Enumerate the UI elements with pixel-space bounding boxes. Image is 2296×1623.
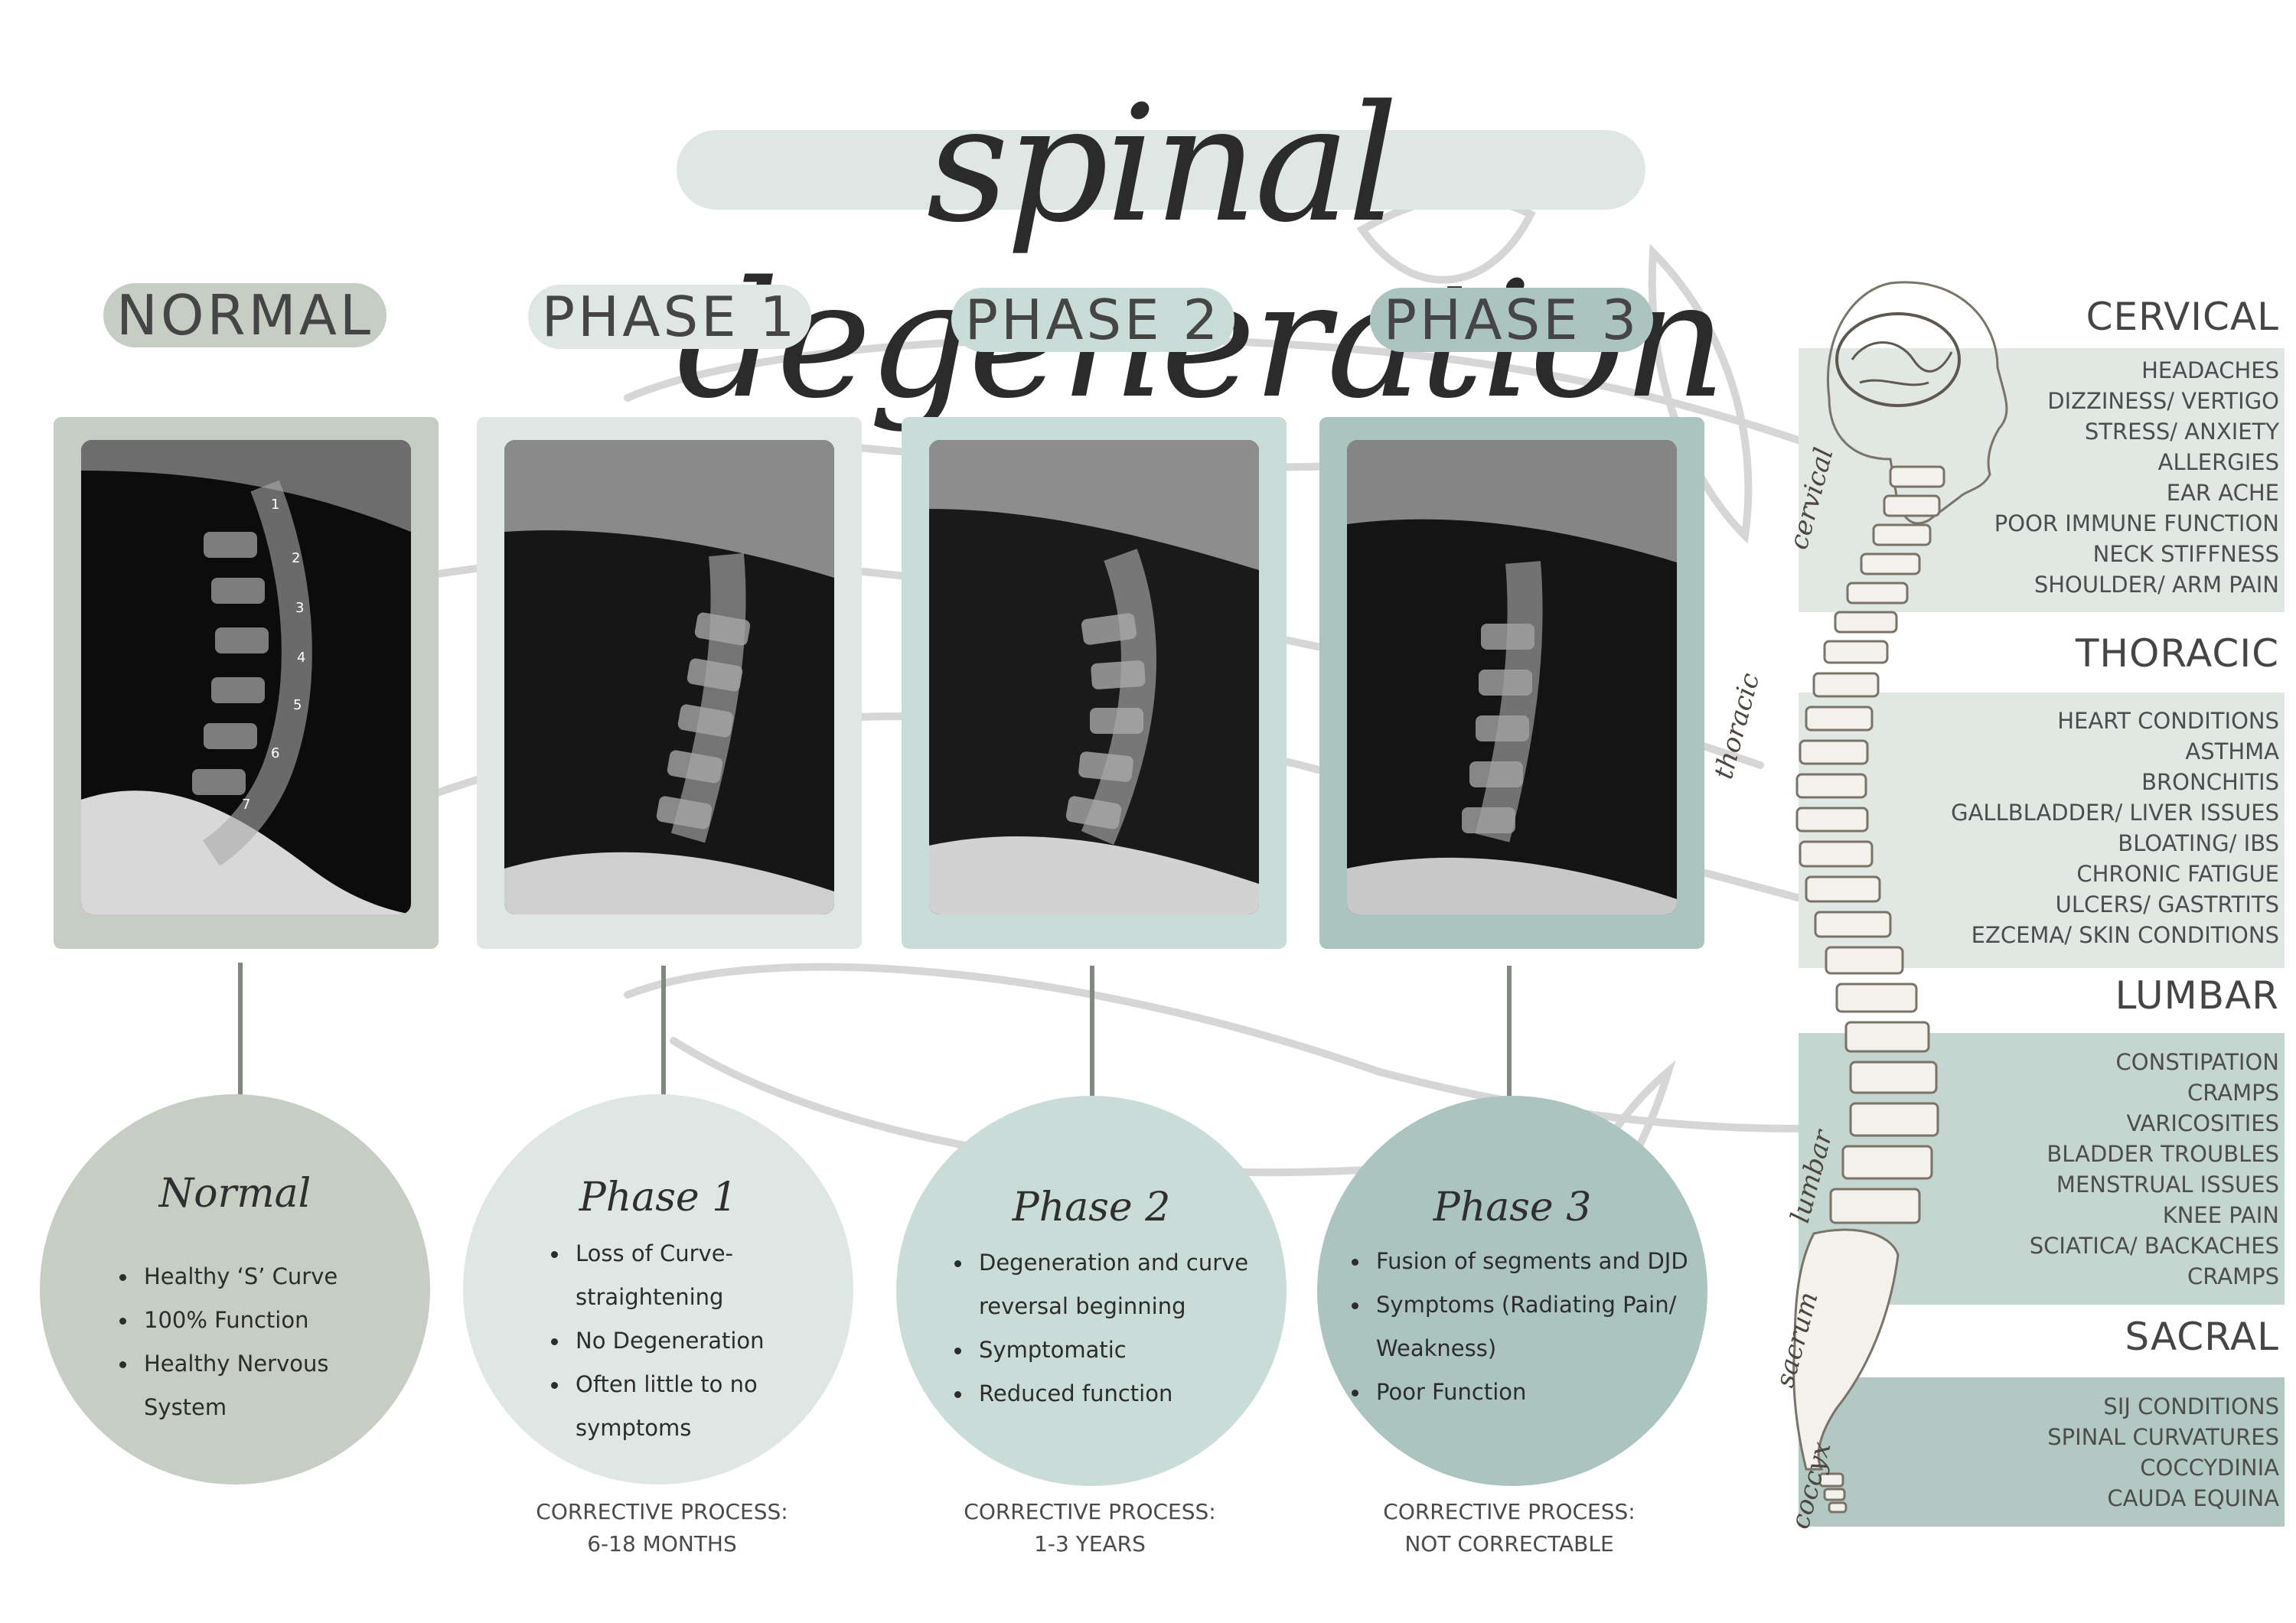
page-title: spinal degeneration — [677, 70, 1727, 429]
arrow-phase-3 — [1507, 966, 1512, 1129]
circle-normal — [40, 1094, 430, 1484]
list-item: CAUDA EQUINA — [2107, 1485, 2279, 1511]
region-title-thoracic: THORACIC — [2075, 631, 2279, 676]
list-item: EZCEMA/ SKIN CONDITIONS — [1971, 922, 2279, 948]
header-phase-1: PHASE 1 — [528, 285, 811, 349]
region-title-sacral: SACRAL — [2125, 1315, 2279, 1359]
xray-label-5: 5 — [293, 697, 302, 713]
list-item: NECK STIFFNESS — [2092, 541, 2279, 567]
list-item: SCIATICA/ BACKACHES — [2029, 1233, 2279, 1259]
list-item: Poor Function — [1349, 1370, 1708, 1414]
arrow-phase-2 — [1090, 966, 1094, 1129]
list-item: EAR ACHE — [2166, 480, 2279, 506]
list-item: CRAMPS — [2187, 1080, 2279, 1106]
spine-label-thoracic: thoracic — [1708, 670, 1766, 782]
list-item: HEART CONDITIONS — [2057, 708, 2279, 734]
header-phase-3: PHASE 3 — [1370, 288, 1653, 352]
list-item: DIZZINESS/ VERTIGO — [2047, 388, 2279, 414]
corrective-process-phase-2: CORRECTIVE PROCESS: 1-3 YEARS — [929, 1496, 1251, 1560]
list-item: CRAMPS — [2187, 1263, 2279, 1289]
list-item: SPINAL CURVATURES — [2047, 1424, 2279, 1450]
list-item: KNEE PAIN — [2162, 1202, 2279, 1228]
circle-title-phase-2: Phase 2 — [1012, 1185, 1171, 1230]
region-list-cervical: HEADACHES DIZZINESS/ VERTIGO STRESS/ ANX… — [1994, 355, 2279, 600]
circle-title-phase-1: Phase 1 — [579, 1175, 738, 1221]
corrective-value: 6-18 MONTHS — [587, 1531, 737, 1556]
list-item: POOR IMMUNE FUNCTION — [1994, 510, 2279, 536]
xray-frame-phase-1 — [477, 417, 862, 949]
list-item: 100% Function — [116, 1299, 361, 1342]
bullets-phase-3: Fusion of segments and DJD Symptoms (Rad… — [1349, 1240, 1708, 1414]
corrective-value: 1-3 YEARS — [1034, 1531, 1146, 1556]
list-item: SIJ CONDITIONS — [2103, 1393, 2279, 1419]
list-item: Symptomatic — [951, 1328, 1265, 1372]
xray-label-1: 1 — [271, 497, 279, 513]
list-item: MENSTRUAL ISSUES — [2056, 1172, 2279, 1198]
list-item: HEADACHES — [2141, 357, 2279, 383]
circle-title-normal: Normal — [158, 1171, 311, 1217]
corrective-label: CORRECTIVE PROCESS: — [536, 1499, 788, 1524]
list-item: SHOULDER/ ARM PAIN — [2033, 572, 2279, 598]
xray-image-phase-3 — [1347, 440, 1677, 914]
circle-phase-3 — [1317, 1096, 1707, 1486]
list-item: Reduced function — [951, 1372, 1265, 1416]
list-item: CHRONIC FATIGUE — [2076, 861, 2279, 887]
list-item: Loss of Curve-straightening — [548, 1232, 778, 1319]
header-normal: NORMAL — [103, 283, 386, 347]
xray-label-7: 7 — [242, 797, 250, 813]
arrow-phase-1 — [661, 966, 666, 1129]
list-item: VARICOSITIES — [2126, 1110, 2279, 1136]
corrective-value: NOT CORRECTABLE — [1404, 1531, 1614, 1556]
list-item: Fusion of segments and DJD — [1349, 1240, 1708, 1283]
list-item: CONSTIPATION — [2115, 1049, 2279, 1075]
xray-frame-phase-3 — [1319, 417, 1704, 949]
xray-image-phase-1 — [504, 440, 834, 914]
list-item: STRESS/ ANXIETY — [2084, 419, 2279, 445]
xray-frame-normal: 1 2 3 4 5 6 7 — [54, 417, 439, 949]
xray-label-2: 2 — [292, 550, 300, 566]
corrective-label: CORRECTIVE PROCESS: — [1383, 1499, 1636, 1524]
list-item: GALLBLADDER/ LIVER ISSUES — [1951, 800, 2279, 826]
list-item: BLOATING/ IBS — [2118, 830, 2279, 856]
xray-label-3: 3 — [295, 600, 304, 616]
header-phase-2: PHASE 2 — [951, 288, 1234, 352]
xray-label-6: 6 — [271, 745, 279, 761]
list-item: COCCYDINIA — [2140, 1455, 2279, 1481]
list-item: Healthy ‘S’ Curve — [116, 1255, 361, 1299]
region-list-sacral: SIJ CONDITIONS SPINAL CURVATURES COCCYDI… — [2047, 1391, 2279, 1514]
list-item: BLADDER TROUBLES — [2047, 1141, 2279, 1167]
circle-phase-1 — [463, 1094, 853, 1484]
corrective-process-phase-1: CORRECTIVE PROCESS: 6-18 MONTHS — [501, 1496, 823, 1560]
list-item: ASTHMA — [2185, 738, 2279, 764]
region-title-lumbar: LUMBAR — [2115, 973, 2279, 1018]
list-item: No Degeneration — [548, 1319, 778, 1363]
bullets-phase-2: Degeneration and curve reversal beginnin… — [951, 1241, 1265, 1416]
xray-image-normal: 1 2 3 4 5 6 7 — [81, 440, 411, 914]
bullets-phase-1: Loss of Curve-straightening No Degenerat… — [548, 1232, 778, 1450]
bullets-normal: Healthy ‘S’ Curve 100% Function Healthy … — [116, 1255, 361, 1429]
list-item: ULCERS/ GASTRTITS — [2055, 891, 2279, 917]
xray-label-4: 4 — [297, 650, 305, 666]
list-item: Degeneration and curve reversal beginnin… — [951, 1241, 1265, 1328]
list-item: ALLERGIES — [2157, 449, 2279, 475]
corrective-process-phase-3: CORRECTIVE PROCESS: NOT CORRECTABLE — [1349, 1496, 1670, 1560]
list-item: Often little to no symptoms — [548, 1363, 778, 1450]
title-background-pill — [677, 130, 1645, 210]
arrow-normal — [238, 963, 243, 1129]
list-item: BRONCHITIS — [2141, 769, 2279, 795]
list-item: Healthy Nervous System — [116, 1342, 361, 1429]
corrective-label: CORRECTIVE PROCESS: — [964, 1499, 1216, 1524]
xray-image-phase-2 — [929, 440, 1259, 914]
circle-phase-2 — [896, 1096, 1287, 1486]
region-title-cervical: CERVICAL — [2086, 295, 2279, 339]
list-item: Symptoms (Radiating Pain/ Weakness) — [1349, 1283, 1708, 1370]
circle-title-phase-3: Phase 3 — [1433, 1185, 1592, 1230]
region-list-thoracic: HEART CONDITIONS ASTHMA BRONCHITIS GALLB… — [1951, 706, 2279, 950]
xray-frame-phase-2 — [902, 417, 1287, 949]
region-list-lumbar: CONSTIPATION CRAMPS VARICOSITIES BLADDER… — [2030, 1047, 2279, 1292]
